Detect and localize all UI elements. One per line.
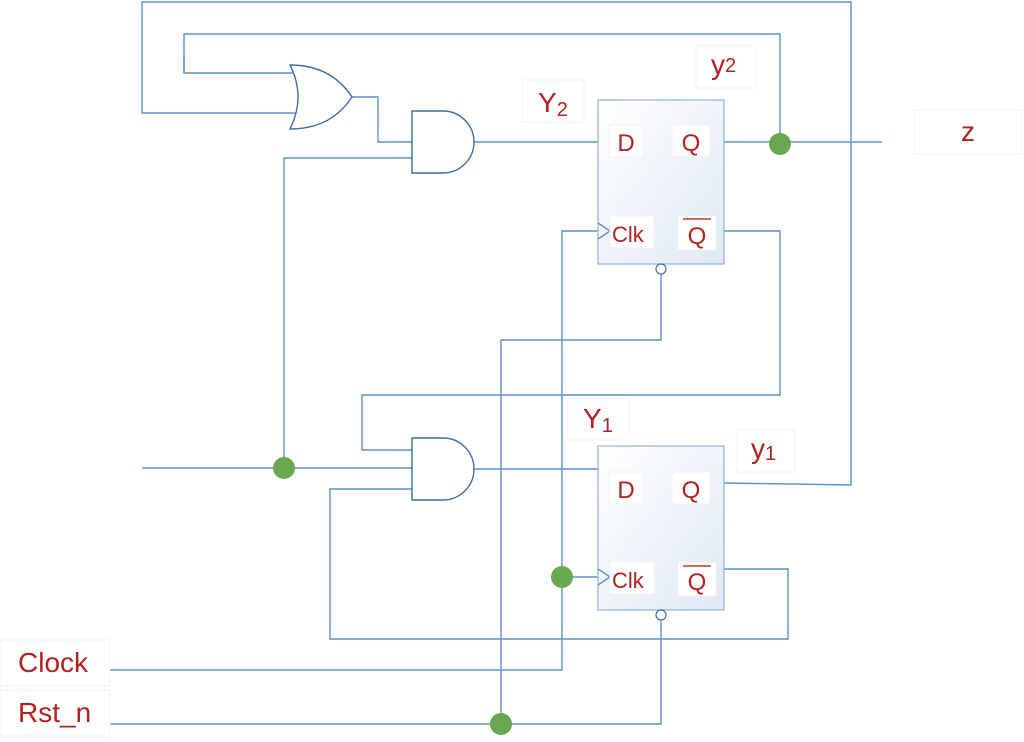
label-clock-bg [0, 639, 111, 687]
dff-y1-reset-bubble [655, 609, 667, 621]
dff-y2-reset-bubble [655, 263, 667, 275]
label-z-bg [913, 109, 1023, 155]
dff-y1-clk-pin-bg [609, 561, 655, 595]
label-Y1-bg [566, 397, 630, 441]
wire-y2-feedback [183, 33, 781, 144]
wire-reset-ff2 [500, 274, 662, 724]
junction-y2 [769, 133, 791, 155]
wire-or-to-and1 [352, 96, 412, 143]
wire-y1-feedback [141, 1, 852, 486]
label-Y2: Y2 [538, 87, 568, 121]
dff-y1-qbar-pin-bg [677, 561, 717, 597]
or-gate [288, 64, 353, 130]
label-y2: y2 [711, 49, 736, 80]
wire-q2bar-to-and2 [361, 230, 781, 451]
and-gate-2 [411, 437, 475, 501]
dff-y2-q-pin-bg [671, 124, 711, 158]
dff-y1-q-pin-bg [671, 471, 711, 505]
dff-y1-q-pin: Q [682, 477, 701, 504]
and-gate-1 [411, 110, 475, 174]
junction-x [273, 457, 295, 479]
dff-y1-d-pin-bg [608, 471, 644, 505]
dff-y2-clk-pin-bg [609, 215, 655, 249]
dff-y2-qbar-pin-bg [677, 215, 717, 251]
dff-y1-d-pin: D [617, 477, 634, 504]
label-z: z [961, 116, 975, 147]
wire-clock [110, 230, 598, 671]
wire-x-to-and1 [283, 157, 412, 468]
dff-y1-qbar-pin: Q [688, 569, 707, 596]
wire-reset [110, 620, 662, 725]
label-reset: Rst_n [18, 697, 91, 728]
label-reset-bg [0, 689, 111, 737]
dff-y2-q-pin: Q [682, 130, 701, 157]
label-clock: Clock [18, 647, 89, 678]
dff-y1-clk-pin: Clk [612, 568, 645, 593]
wires [110, 1, 882, 725]
junction-reset [490, 713, 512, 735]
dff-y2-clk-pin: Clk [612, 222, 645, 247]
dff-y2-d-pin: D [617, 130, 634, 157]
dff-y1: D Q Clk Q [597, 445, 725, 621]
label-Y2-bg [521, 79, 585, 123]
label-y2-bg [695, 45, 757, 89]
label-y1-bg [736, 429, 796, 473]
dff-y2-d-pin-bg [608, 124, 644, 158]
wire-q1bar-to-and2 [329, 488, 789, 640]
label-Y1: Y1 [583, 403, 613, 437]
dff-y2-qbar-pin: Q [688, 223, 707, 250]
junction-clock [551, 566, 573, 588]
dff-y2: D Q Clk Q [597, 99, 725, 275]
label-y1: y1 [751, 433, 776, 465]
